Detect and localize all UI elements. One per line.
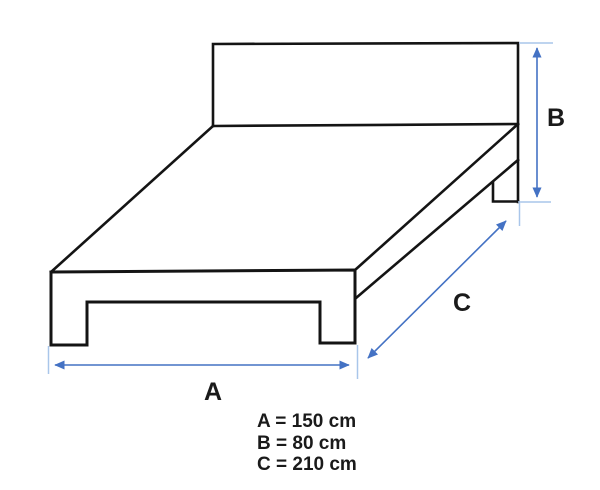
dimension-annotations: [47, 42, 553, 379]
dimension-legend: A = 150 cm B = 80 cm C = 210 cm: [257, 411, 357, 476]
legend-line-c: C = 210 cm: [257, 454, 357, 476]
side-rail-bottom-edge: [354, 158, 520, 300]
legend-line-b: B = 80 cm: [257, 432, 347, 454]
rear-leg: [491, 181, 520, 203]
bed-outline: [49, 41, 520, 347]
dimension-c-arrow: [367, 220, 507, 359]
mattress-left-edge: [49, 124, 215, 274]
dimension-label-b: B: [546, 104, 566, 132]
legend-line-a: A = 150 cm: [257, 411, 357, 432]
headboard-bottom-edge: [211, 122, 520, 128]
front-panel-and-legs: [49, 268, 357, 347]
dimension-label-c: C: [452, 289, 472, 317]
dimension-label-a: A: [203, 378, 223, 406]
headboard: [211, 41, 520, 204]
